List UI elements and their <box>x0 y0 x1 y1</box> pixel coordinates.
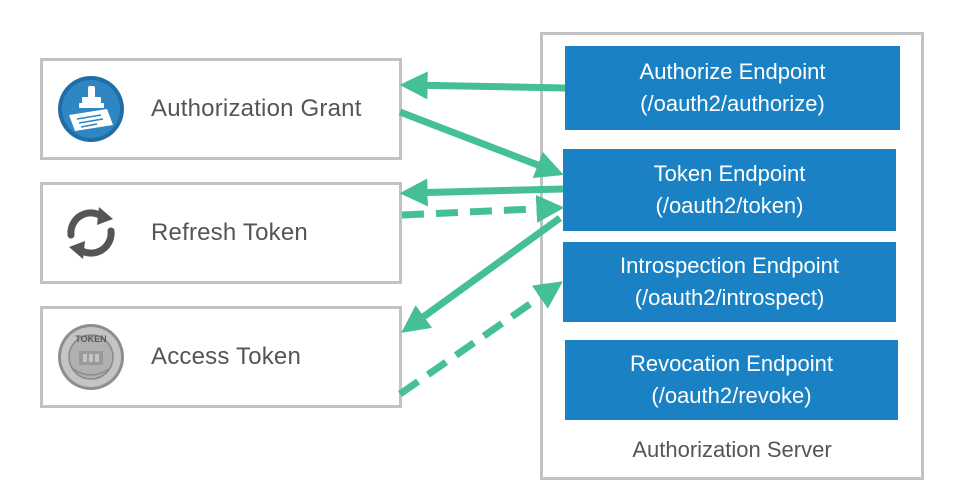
authorization-grant-label: Authorization Grant <box>151 95 362 122</box>
arrow-refresh-to-token-endpoint <box>401 194 565 223</box>
arrow-access-to-introspection <box>398 281 563 397</box>
coin-token-icon: TOKEN <box>55 321 127 393</box>
authorize-endpoint-name: Authorize Endpoint <box>639 59 826 84</box>
introspection-endpoint-path: (/oauth2/introspect) <box>634 285 825 310</box>
authorization-grant-box: Authorization Grant <box>40 58 402 160</box>
arrow-token-endpoint-to-access <box>401 215 563 333</box>
refresh-token-box: Refresh Token <box>40 182 402 284</box>
token-endpoint: Token Endpoint (/oauth2/token) <box>563 149 896 231</box>
token-endpoint-name: Token Endpoint <box>653 161 806 186</box>
token-endpoint-path: (/oauth2/token) <box>655 193 804 218</box>
coin-text: TOKEN <box>75 334 106 344</box>
stamp-document-icon <box>55 73 127 145</box>
introspection-endpoint-name: Introspection Endpoint <box>620 253 839 278</box>
introspection-endpoint: Introspection Endpoint (/oauth2/introspe… <box>563 242 896 322</box>
revocation-endpoint: Revocation Endpoint (/oauth2/revoke) <box>565 340 898 420</box>
authorize-endpoint-path: (/oauth2/authorize) <box>640 91 825 116</box>
revocation-endpoint-path: (/oauth2/revoke) <box>651 383 812 408</box>
authorization-server-label: Authorization Server <box>632 437 832 462</box>
authorize-endpoint: Authorize Endpoint (/oauth2/authorize) <box>565 46 900 130</box>
arrow-grant-to-token-endpoint <box>398 108 564 179</box>
revocation-endpoint-name: Revocation Endpoint <box>629 351 834 376</box>
refresh-icon <box>55 197 127 269</box>
refresh-token-label: Refresh Token <box>151 219 308 246</box>
access-token-box: TOKEN Access Token <box>40 306 402 408</box>
access-token-label: Access Token <box>151 343 302 370</box>
